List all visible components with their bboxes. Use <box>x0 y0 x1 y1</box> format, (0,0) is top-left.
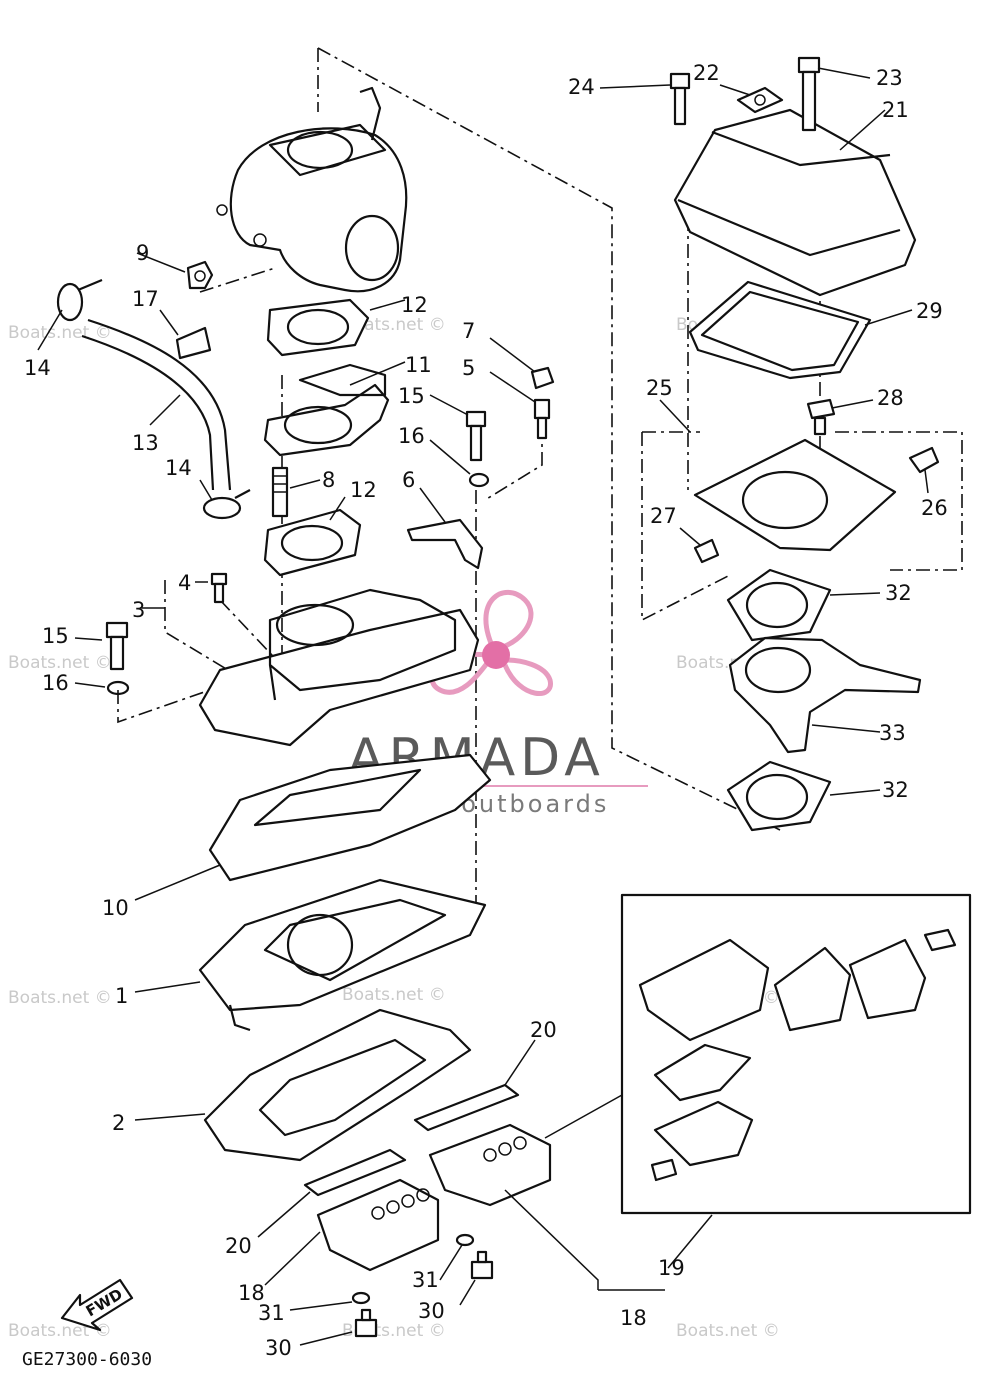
washer-16-right <box>468 472 490 488</box>
callout-label: 22 <box>693 61 720 85</box>
callout-label: 15 <box>42 624 69 648</box>
screw-30-right <box>470 1250 494 1280</box>
gasket-20-right <box>413 1083 520 1132</box>
watermark: Boats.net © <box>8 653 112 673</box>
bolt-15-right <box>465 410 487 462</box>
callout-label: 32 <box>885 581 912 605</box>
diagram-code: GE27300-6030 <box>22 1349 152 1370</box>
callout-label: 32 <box>882 778 909 802</box>
callout-label: 3 <box>132 598 145 622</box>
callout-labels: 1 2 3 4 5 6 7 8 9 10 11 12 12 13 14 14 1… <box>24 61 948 1360</box>
callout-label: 33 <box>879 721 906 745</box>
callout-label: 29 <box>916 299 943 323</box>
screw-31-left <box>351 1291 371 1305</box>
callout-label: 19 <box>658 1256 685 1280</box>
callout-label: 8 <box>322 468 335 492</box>
gasket-10 <box>208 753 492 882</box>
watermark: Boats.net © <box>342 985 446 1005</box>
fitting-26 <box>908 446 940 474</box>
clamp-14-bottom <box>202 489 251 520</box>
callout-label: 9 <box>136 241 149 265</box>
carburetor-body <box>216 86 408 293</box>
callout-label: 13 <box>132 431 159 455</box>
callout-label: 10 <box>102 896 129 920</box>
bolt-28 <box>806 398 836 436</box>
leader-lines <box>37 67 929 1346</box>
plate-22 <box>736 86 784 114</box>
fitting-5 <box>533 398 551 440</box>
callout-label: 27 <box>650 504 677 528</box>
callout-label: 12 <box>401 293 428 317</box>
callout-label: 30 <box>265 1336 292 1360</box>
bracket-33 <box>728 636 922 754</box>
stud-8 <box>271 466 289 518</box>
reed-valve-plate-1 <box>198 878 487 1032</box>
screw-30-left <box>354 1308 378 1338</box>
callout-label: 25 <box>646 376 673 400</box>
gasket-32-top <box>726 568 832 642</box>
callout-label: 7 <box>462 319 475 343</box>
gasket-29 <box>688 280 872 380</box>
gasket-12-mid <box>263 508 362 577</box>
callout-label: 31 <box>412 1268 439 1292</box>
callout-label: 31 <box>258 1301 285 1325</box>
bracket-6 <box>406 518 484 570</box>
callout-label: 28 <box>877 386 904 410</box>
callout-label: 16 <box>398 424 425 448</box>
assembly-dash-lines <box>117 47 963 905</box>
intake-manifold-3 <box>198 588 480 747</box>
washer-16-left <box>106 680 130 696</box>
callout-label: 20 <box>225 1234 252 1258</box>
callout-label: 5 <box>462 356 475 380</box>
callout-label: 16 <box>42 671 69 695</box>
fitting-27 <box>693 538 720 564</box>
reed-valve-18-right <box>428 1123 552 1207</box>
callout-label: 17 <box>132 287 159 311</box>
callout-label: 11 <box>405 353 432 377</box>
callout-label: 1 <box>115 984 128 1008</box>
callout-label: 24 <box>568 75 595 99</box>
gasket-32-bottom <box>726 760 832 832</box>
callout-label: 2 <box>112 1111 125 1135</box>
callout-label: 4 <box>178 571 191 595</box>
watermark: Boats.net © <box>676 1321 780 1341</box>
callout-label: 21 <box>882 98 909 122</box>
bolt-4 <box>210 572 228 604</box>
callout-label: 14 <box>165 456 192 480</box>
cover-21 <box>673 108 917 297</box>
callout-label: 18 <box>238 1281 265 1305</box>
callout-label: 6 <box>402 468 415 492</box>
cap-7 <box>530 366 555 390</box>
gasket-12-top <box>266 298 370 357</box>
screw-31-right <box>455 1233 475 1247</box>
callout-label: 14 <box>24 356 51 380</box>
bolt-24 <box>669 72 691 126</box>
callout-label: 30 <box>418 1299 445 1323</box>
bolt-23 <box>797 56 821 132</box>
callout-label: 26 <box>921 496 948 520</box>
watermark: Boats.net © <box>8 988 112 1008</box>
gasket-11 <box>263 363 390 457</box>
gasket-2 <box>203 1008 472 1162</box>
reed-valve-detail-box <box>620 893 972 1215</box>
callout-label: 23 <box>876 66 903 90</box>
callout-label: 20 <box>530 1018 557 1042</box>
base-plate-25 <box>693 438 897 552</box>
hose-13 <box>81 318 232 491</box>
callout-label: 15 <box>398 384 425 408</box>
clamp-14-top <box>56 278 103 322</box>
callout-label: 18 <box>620 1306 647 1330</box>
nut-9 <box>186 260 214 290</box>
watermark: Boats.net © <box>8 1321 112 1341</box>
bolt-15-left <box>105 621 129 671</box>
gasket-20-left <box>303 1148 407 1197</box>
callout-label: 12 <box>350 478 377 502</box>
clip-17 <box>175 326 212 360</box>
reed-valve-18-left <box>316 1178 440 1272</box>
